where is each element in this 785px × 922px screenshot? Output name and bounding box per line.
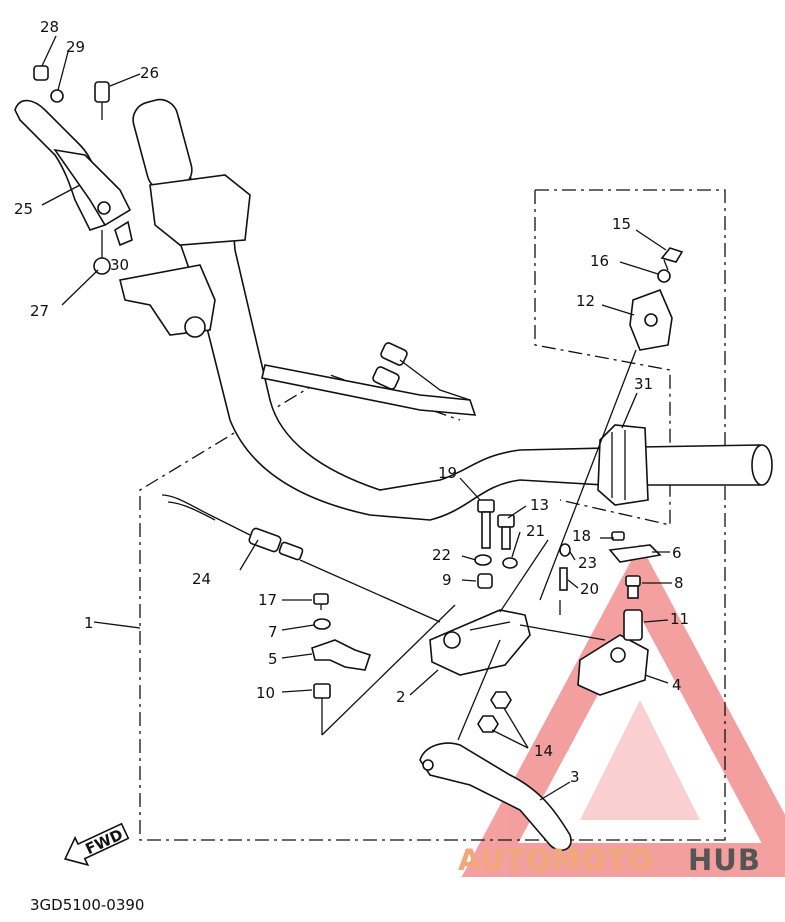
washer-16 — [657, 269, 671, 283]
screw-15 — [660, 247, 684, 271]
nut-14b — [477, 715, 499, 733]
assembly-boundary — [139, 189, 726, 841]
switch-clamp — [629, 288, 673, 351]
callout-2: 2 — [396, 688, 406, 706]
callout-7: 7 — [268, 623, 278, 641]
callout-23: 23 — [578, 554, 597, 572]
callout-26: 26 — [140, 64, 159, 82]
callout-9: 9 — [442, 571, 452, 589]
callout-16: 16 — [590, 252, 609, 270]
callout-30: 30 — [110, 256, 129, 274]
diagram-code: 3GD5100-0390 — [30, 896, 144, 914]
lever-25 — [14, 99, 132, 231]
lever-bracket-2 — [429, 609, 531, 676]
leader-lines — [41, 35, 672, 801]
callout-19: 19 — [438, 464, 457, 482]
pin-20 — [559, 567, 568, 591]
plate-5 — [311, 639, 372, 671]
callout-27: 27 — [30, 302, 49, 320]
plate-6 — [608, 544, 662, 563]
washer-7 — [313, 618, 331, 630]
spring-11 — [623, 609, 643, 641]
callout-1: 1 — [84, 614, 94, 632]
washer-21 — [502, 557, 518, 569]
bolt-13 — [497, 514, 515, 550]
callout-labels: 28 29 26 25 30 27 15 16 12 31 19 13 21 2… — [14, 18, 689, 786]
watermark-part2: HUB — [688, 843, 761, 877]
watermark-text: AUTOMOTO HUB — [458, 843, 761, 877]
screw-18 — [611, 531, 625, 541]
screw-30 — [114, 220, 133, 247]
callout-22: 22 — [432, 546, 451, 564]
callout-31: 31 — [634, 375, 653, 393]
callout-14: 14 — [534, 742, 553, 760]
callout-20: 20 — [580, 580, 599, 598]
pivot-bolt-26 — [94, 81, 110, 120]
callout-12: 12 — [576, 292, 595, 310]
washer-22 — [474, 554, 492, 566]
callout-21: 21 — [526, 522, 545, 540]
bolt-19 — [477, 499, 495, 549]
collar-9 — [477, 573, 493, 589]
callout-4: 4 — [672, 676, 682, 694]
watermark-logo — [461, 543, 785, 877]
callout-29: 29 — [66, 38, 85, 56]
washer-29 — [50, 89, 64, 103]
watermark-part1: AUTOMOTO — [458, 843, 653, 877]
callout-5: 5 — [268, 650, 278, 668]
callout-11: 11 — [670, 610, 689, 628]
callout-13: 13 — [530, 496, 549, 514]
connector-plug — [372, 342, 471, 401]
callout-10: 10 — [256, 684, 275, 702]
callout-6: 6 — [672, 544, 682, 562]
bolt-10 — [313, 683, 331, 735]
cable-switch-24 — [161, 494, 304, 561]
callout-24: 24 — [192, 570, 211, 588]
callout-18: 18 — [572, 527, 591, 545]
callout-17: 17 — [258, 591, 277, 609]
brake-lever-3 — [419, 742, 572, 851]
right-switch — [597, 424, 649, 506]
fwd-arrow: FWD — [63, 822, 130, 867]
fwd-label: FWD — [83, 825, 126, 858]
holder-4 — [577, 634, 649, 696]
screw-17 — [313, 593, 329, 610]
ring-23 — [559, 543, 571, 557]
callout-8: 8 — [674, 574, 684, 592]
pin-8 — [625, 575, 641, 599]
nut-14a — [490, 691, 512, 709]
callout-15: 15 — [612, 215, 631, 233]
bolt-28 — [33, 65, 49, 81]
handlebar — [119, 98, 773, 521]
callout-28: 28 — [40, 18, 59, 36]
callout-3: 3 — [570, 768, 580, 786]
callout-25: 25 — [14, 200, 33, 218]
